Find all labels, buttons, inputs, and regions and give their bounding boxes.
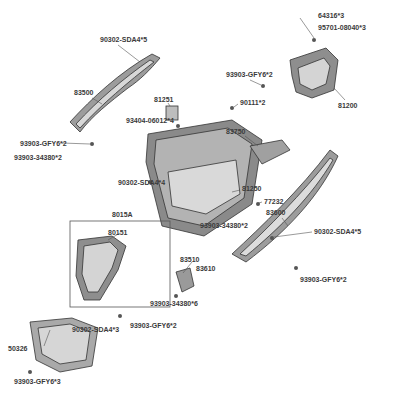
- leader-line: [245, 136, 258, 146]
- fastener-number: 90302-SDA4*5: [100, 36, 147, 44]
- fastener-number: 90302-SDA4*5: [314, 228, 361, 236]
- front-cover: [76, 236, 126, 300]
- part-number: 80151: [108, 229, 127, 237]
- fastener-number: 64316*3: [318, 12, 344, 20]
- leader-line: [183, 262, 192, 273]
- screw: [230, 106, 234, 110]
- fastener-number: 93903-34380*6: [150, 300, 198, 308]
- part-number: 81200: [338, 102, 357, 110]
- screw: [28, 370, 32, 374]
- fastener-number: 90302-SDA4*3: [72, 326, 119, 334]
- screw: [270, 236, 274, 240]
- fastener-number: 93903-GFY6*2: [226, 71, 273, 79]
- part-number: 83500: [74, 89, 93, 97]
- part-number: 83610: [196, 265, 215, 273]
- leader-line: [300, 18, 314, 38]
- rear-center-cover: [250, 140, 290, 164]
- leader-line: [168, 103, 170, 106]
- side-cover-right-face: [240, 158, 333, 256]
- part-number: 83750: [226, 128, 245, 136]
- fastener-number: 93903-GFY6*3: [14, 378, 61, 386]
- leader-line: [232, 190, 240, 192]
- screw: [261, 84, 265, 88]
- leader-line: [92, 98, 102, 104]
- fastener-number: 93903-34380*2: [14, 154, 62, 162]
- leader-line: [250, 80, 261, 85]
- luggage-box-inner: [154, 128, 252, 226]
- fastener-number: 93903-34380*2: [200, 222, 248, 230]
- part-number: 83510: [180, 256, 199, 264]
- fastener-number: 93903-GFY6*2: [130, 322, 177, 330]
- fastener-number: 8015A: [112, 211, 133, 219]
- screw: [294, 266, 298, 270]
- leader-line: [44, 330, 50, 346]
- part-number: 50326: [8, 345, 27, 353]
- rear-carrier-grip: [298, 58, 330, 90]
- leader-line: [234, 104, 238, 107]
- leader-line: [259, 202, 262, 203]
- fastener-number: 93903-GFY6*2: [20, 140, 67, 148]
- fastener-number: 93903-GFY6*2: [300, 276, 347, 284]
- screw: [174, 294, 178, 298]
- fastener-number: 90111*2: [240, 99, 265, 107]
- rear-carrier: [290, 48, 338, 98]
- leader-line: [118, 45, 140, 62]
- side-cover-right: [232, 150, 338, 262]
- fastener-number: 95701-08040*3: [318, 24, 366, 32]
- leader-line: [282, 218, 288, 226]
- luggage-box: [146, 120, 262, 236]
- screw: [90, 142, 94, 146]
- leader-line: [334, 88, 345, 100]
- part-number: 83600: [266, 209, 285, 217]
- fastener-number: 93404-06012*4: [126, 117, 174, 125]
- fastener-number: 90302-SDA4*4: [118, 179, 165, 187]
- screw: [118, 314, 122, 318]
- part-number: 77232: [264, 198, 283, 206]
- part-number: 81251: [154, 96, 173, 104]
- bracket: [176, 268, 194, 292]
- screw: [312, 38, 316, 42]
- luggage-box-floor: [168, 160, 240, 214]
- screw: [176, 124, 180, 128]
- leader-line: [274, 232, 312, 237]
- group-frame: [70, 221, 170, 307]
- front-cover-face: [82, 242, 118, 292]
- part-number: 81250: [242, 185, 261, 193]
